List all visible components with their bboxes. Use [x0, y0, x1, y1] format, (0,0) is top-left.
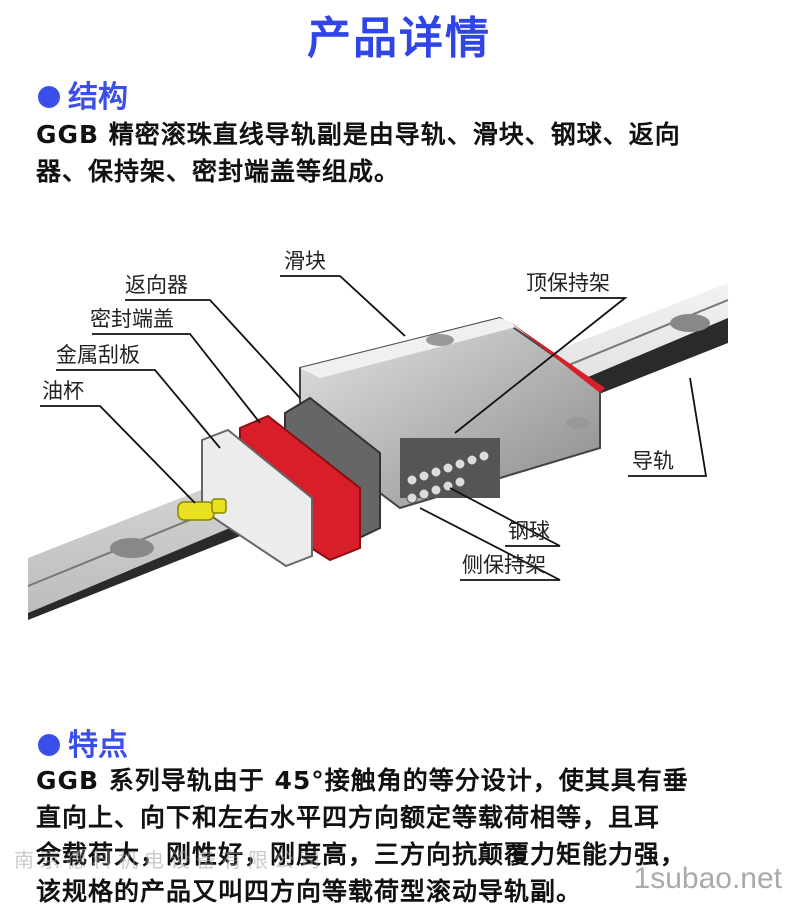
features-text-line: 该规格的产品又叫四方向等载荷型滚动导轨副。 — [36, 877, 583, 906]
features-text: GGB 系列导轨由于 45°接触角的等分设计，使其具有垂 直向上、向下和左右水平… — [36, 762, 689, 910]
label-slider: 滑块 — [284, 249, 326, 273]
leader-lines — [40, 275, 708, 581]
bullet-dot-icon — [38, 86, 60, 108]
label-top-retainer: 顶保持架 — [526, 271, 610, 295]
structure-heading: 结构 — [38, 72, 128, 116]
structure-text-line: 器、保持架、密封端盖等组成。 — [36, 157, 401, 186]
steel-balls — [406, 450, 490, 504]
top-retainer — [505, 318, 605, 393]
slider-block — [299, 316, 601, 510]
label-oil-cup: 油杯 — [42, 379, 84, 403]
label-side-retainer: 侧保持架 — [462, 553, 546, 577]
features-text-line: GGB 系列导轨由于 45°接触角的等分设计，使其具有垂 — [36, 766, 689, 795]
watermark-company: 南京德科机电设备有限公司 — [14, 848, 326, 872]
label-steel-ball: 钢球 — [508, 519, 550, 543]
oil-cup — [177, 498, 227, 521]
linear-guide-diagram: 滑块 返向器 顶保持架 密封端盖 金属刮板 油杯 导轨 钢球 侧保持架 — [0, 218, 798, 658]
features-text-line: 直向上、向下和左右水平四方向额定等载荷相等，且耳 — [36, 803, 661, 832]
watermark-site: 1subao.net — [633, 862, 782, 895]
structure-heading-text: 结构 — [68, 80, 128, 115]
page-title: 产品详情 — [307, 13, 491, 64]
label-rail: 导轨 — [632, 449, 674, 473]
features-heading-text: 特点 — [68, 728, 128, 763]
features-heading: 特点 — [38, 720, 128, 764]
structure-text-line: GGB 精密滚珠直线导轨副是由导轨、滑块、钢球、返向 — [36, 120, 681, 149]
label-end-seal: 密封端盖 — [90, 307, 174, 331]
bullet-dot-icon — [38, 734, 60, 756]
linear-guide-illustration: 滑块 返向器 顶保持架 密封端盖 金属刮板 油杯 导轨 钢球 侧保持架 — [27, 249, 729, 620]
features-text-line: 余载荷大，刚性好，刚度高，三方向抗颠覆力矩能力强， — [36, 840, 687, 869]
structure-text: GGB 精密滚珠直线导轨副是由导轨、滑块、钢球、返向 器、保持架、密封端盖等组成… — [36, 116, 681, 190]
label-metal-scraper: 金属刮板 — [56, 343, 140, 367]
label-reverser: 返向器 — [125, 273, 188, 297]
